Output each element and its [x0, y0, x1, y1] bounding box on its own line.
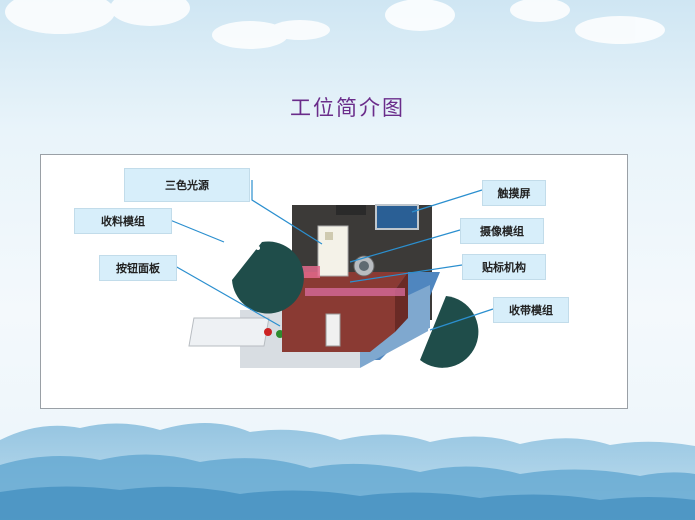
- leader-touch-screen: [411, 189, 483, 213]
- label-camera-module: 摄像模组: [460, 218, 544, 244]
- touch-screen-graphic: [375, 204, 419, 230]
- leader-take-up: [169, 219, 225, 243]
- label-button-panel: 按钮面板: [99, 255, 177, 281]
- label-light-source: 三色光源: [124, 168, 250, 202]
- mountains: [0, 422, 695, 520]
- label-take-up-module: 收料模组: [74, 208, 172, 234]
- tape-reel: [420, 296, 479, 368]
- leader-lines: [169, 180, 494, 331]
- leader-light-source: [251, 180, 323, 245]
- label-touch-screen: 触摸屏: [482, 180, 546, 206]
- leader-tape: [429, 308, 494, 331]
- button-panel-graphic: [188, 317, 270, 347]
- label-tape-module: 收带模组: [493, 297, 569, 323]
- label-labeling-mechanism: 贴标机构: [462, 254, 546, 280]
- leader-camera: [349, 229, 461, 263]
- leader-labeling: [349, 264, 463, 283]
- take-up-reel: [232, 241, 304, 314]
- clouds: [5, 0, 665, 49]
- slide-title: 工位简介图: [290, 96, 405, 120]
- leader-button-panel: [174, 265, 281, 327]
